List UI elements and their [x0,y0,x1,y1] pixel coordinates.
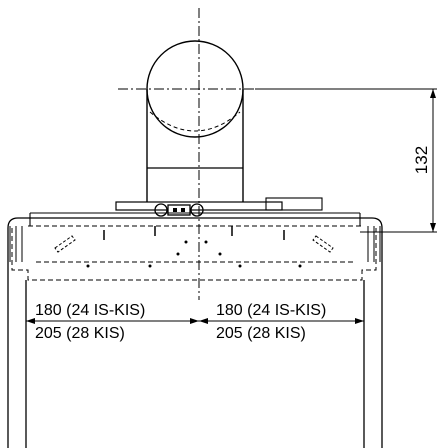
fix-dot-3 [176,252,180,256]
flue-adapter-block-right [265,197,323,211]
left-label-line2: 205 (28 KIS) [35,325,125,342]
slot-right [312,235,334,253]
dimension-132-text: 132 [412,146,431,174]
fix-dot-8 [204,240,208,244]
width-arrow-right [355,318,364,324]
flue-adapter-plate [115,201,283,211]
connector-pin-1 [173,208,177,212]
corner-bracket-left [9,226,23,262]
fix-dot-1 [86,264,90,268]
connector-body [167,204,191,216]
elbow-hidden-arc [149,111,241,132]
dim-arrow-bottom [430,223,436,232]
width-arrow-center-left [190,318,199,324]
right-label-line1: 180 (24 IS-KIS) [216,302,326,319]
right-label-line2: 205 (28 KIS) [216,325,306,342]
left-label-line1: 180 (24 IS-KIS) [35,302,145,319]
hidden-mounting-frame [11,228,377,281]
fix-dot-5 [238,264,242,268]
fix-dot-6 [298,264,302,268]
width-arrow-center-right [199,318,208,324]
dim-arrow-top [430,89,436,98]
slot-left [54,235,76,253]
fix-dot-7 [184,240,188,244]
fix-dot-2 [148,264,152,268]
fix-dot-4 [218,252,222,256]
boiler-top-edge [7,217,383,238]
width-arrow-left [26,318,35,324]
connector-ring-left [154,203,168,217]
corner-bracket-right [367,226,381,262]
connector-pin-2 [181,208,185,212]
connector-ring-right [190,203,204,217]
